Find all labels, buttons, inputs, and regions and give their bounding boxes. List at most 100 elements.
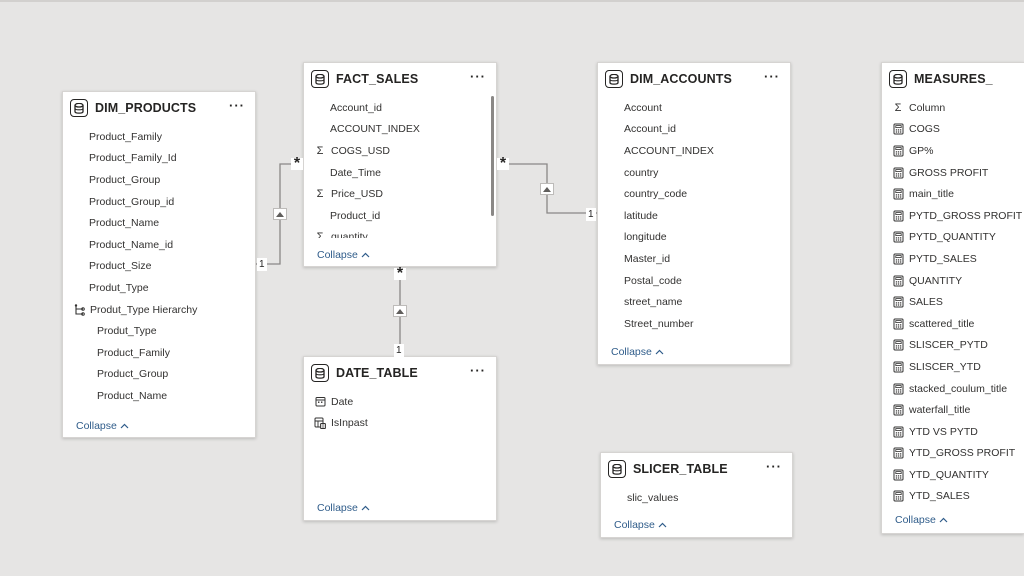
collapse-button[interactable]: Collapse: [895, 514, 948, 526]
field-item[interactable]: Product_id: [304, 205, 496, 227]
field-item[interactable]: Postal_code: [598, 270, 790, 292]
field-item[interactable]: latitude: [598, 205, 790, 227]
measure-item[interactable]: YTD_QUANTITY: [882, 464, 1024, 486]
more-options-icon[interactable]: ···: [229, 98, 245, 113]
field-item[interactable]: slic_values: [601, 487, 792, 509]
field-item[interactable]: Street_number: [598, 313, 790, 335]
field-item[interactable]: longitude: [598, 227, 790, 249]
filter-direction-arrow[interactable]: [393, 305, 407, 317]
measure-item[interactable]: waterfall_title: [882, 399, 1024, 421]
field-item[interactable]: Product_Name_id: [63, 234, 255, 256]
field-item[interactable]: IsInpast: [304, 413, 496, 435]
field-item[interactable]: country_code: [598, 183, 790, 205]
field-item[interactable]: Account_id: [304, 97, 496, 119]
cardinality-one-date[interactable]: 1: [394, 344, 404, 357]
collapse-button[interactable]: Collapse: [76, 420, 129, 432]
field-item[interactable]: country: [598, 162, 790, 184]
table-card-date-table[interactable]: DATE_TABLE ··· Date IsInpast Collapse: [303, 356, 497, 521]
calculator-icon: [892, 145, 904, 157]
table-card-slicer-table[interactable]: SLICER_TABLE ··· slic_values Collapse: [600, 452, 793, 538]
field-item[interactable]: Product_Name: [63, 212, 255, 234]
measure-item[interactable]: scattered_title: [882, 313, 1024, 335]
table-header[interactable]: MEASURES_: [882, 63, 1024, 95]
measure-item[interactable]: YTD_SALES: [882, 486, 1024, 508]
collapse-button[interactable]: Collapse: [611, 346, 664, 358]
field-name: GP%: [909, 144, 934, 157]
field-item[interactable]: Product_Group_id: [63, 191, 255, 213]
cardinality-many-sales-left[interactable]: *: [291, 156, 303, 172]
measure-item[interactable]: YTD VS PYTD: [882, 421, 1024, 443]
vertical-scrollbar[interactable]: [491, 96, 494, 216]
more-options-icon[interactable]: ···: [764, 69, 780, 84]
measure-item[interactable]: YTD_GROSS PROFIT: [882, 443, 1024, 465]
field-item[interactable]: Product_Family_Id: [63, 148, 255, 170]
cardinality-many-sales-bottom[interactable]: *: [394, 266, 406, 282]
table-title: DIM_ACCOUNTS: [630, 72, 732, 86]
measure-item[interactable]: COGS: [882, 119, 1024, 141]
measure-item[interactable]: PYTD_SALES: [882, 248, 1024, 270]
field-item[interactable]: Master_id: [598, 248, 790, 270]
calculator-icon: [892, 318, 904, 330]
filter-direction-arrow[interactable]: [273, 208, 287, 220]
table-header[interactable]: DATE_TABLE ···: [304, 357, 496, 389]
field-item-hierarchy[interactable]: Produt_Type Hierarchy: [63, 299, 255, 321]
hierarchy-level[interactable]: Product_Group: [63, 364, 255, 386]
table-card-dim-accounts[interactable]: DIM_ACCOUNTS ··· Account Account_id ACCO…: [597, 62, 791, 365]
collapse-button[interactable]: Collapse: [614, 519, 667, 531]
triangle-up-icon: [396, 308, 404, 314]
field-item[interactable]: Date_Time: [304, 162, 496, 184]
collapse-label: Collapse: [611, 346, 652, 358]
hierarchy-level[interactable]: Product_Family: [63, 342, 255, 364]
collapse-label: Collapse: [317, 249, 358, 261]
measure-item[interactable]: SLISCER_YTD: [882, 356, 1024, 378]
field-item[interactable]: ACCOUNT_INDEX: [598, 140, 790, 162]
field-name: Produt_Type: [97, 325, 157, 338]
cardinality-many-sales-right[interactable]: *: [497, 156, 509, 172]
database-icon: [608, 460, 626, 478]
table-header[interactable]: DIM_PRODUCTS ···: [63, 92, 255, 124]
hierarchy-icon: [73, 303, 85, 316]
table-header[interactable]: FACT_SALES ···: [304, 63, 496, 95]
more-options-icon[interactable]: ···: [470, 69, 486, 84]
field-item[interactable]: Product_Size: [63, 256, 255, 278]
measure-item[interactable]: PYTD_QUANTITY: [882, 227, 1024, 249]
table-card-dim-products[interactable]: DIM_PRODUCTS ··· Product_Family Product_…: [62, 91, 256, 438]
field-list: Date IsInpast: [304, 391, 496, 434]
field-item[interactable]: Date: [304, 391, 496, 413]
table-card-fact-sales[interactable]: FACT_SALES ··· Account_id ACCOUNT_INDEX …: [303, 62, 497, 267]
table-header[interactable]: DIM_ACCOUNTS ···: [598, 63, 790, 95]
field-item[interactable]: Account: [598, 97, 790, 119]
field-item[interactable]: street_name: [598, 291, 790, 313]
table-title: FACT_SALES: [336, 72, 419, 86]
cardinality-one-accounts[interactable]: 1: [586, 208, 596, 221]
field-name: slic_values: [627, 491, 679, 504]
field-item[interactable]: Product_Family: [63, 126, 255, 148]
table-header[interactable]: SLICER_TABLE ···: [601, 453, 792, 485]
hierarchy-level[interactable]: Produt_Type: [63, 320, 255, 342]
measure-item[interactable]: SALES: [882, 291, 1024, 313]
field-item[interactable]: Product_Group: [63, 169, 255, 191]
measure-item[interactable]: stacked_coulum_title: [882, 378, 1024, 400]
hierarchy-level[interactable]: Product_Name: [63, 385, 255, 407]
more-options-icon[interactable]: ···: [470, 363, 486, 378]
measure-item[interactable]: PYTD_GROSS PROFIT: [882, 205, 1024, 227]
field-item[interactable]: Account_id: [598, 119, 790, 141]
collapse-button[interactable]: Collapse: [317, 249, 370, 261]
field-item[interactable]: ACCOUNT_INDEX: [304, 119, 496, 141]
measure-item[interactable]: main_title: [882, 183, 1024, 205]
more-options-icon[interactable]: ···: [766, 459, 782, 474]
measure-item[interactable]: GP%: [882, 140, 1024, 162]
measure-item[interactable]: QUANTITY: [882, 270, 1024, 292]
filter-direction-arrow[interactable]: [540, 183, 554, 195]
collapse-button[interactable]: Collapse: [317, 502, 370, 514]
field-item[interactable]: Produt_Type: [63, 277, 255, 299]
cardinality-one-products[interactable]: 1: [257, 258, 267, 271]
measure-item[interactable]: SLISCER_PYTD: [882, 335, 1024, 357]
measure-item[interactable]: GROSS PROFIT: [882, 162, 1024, 184]
